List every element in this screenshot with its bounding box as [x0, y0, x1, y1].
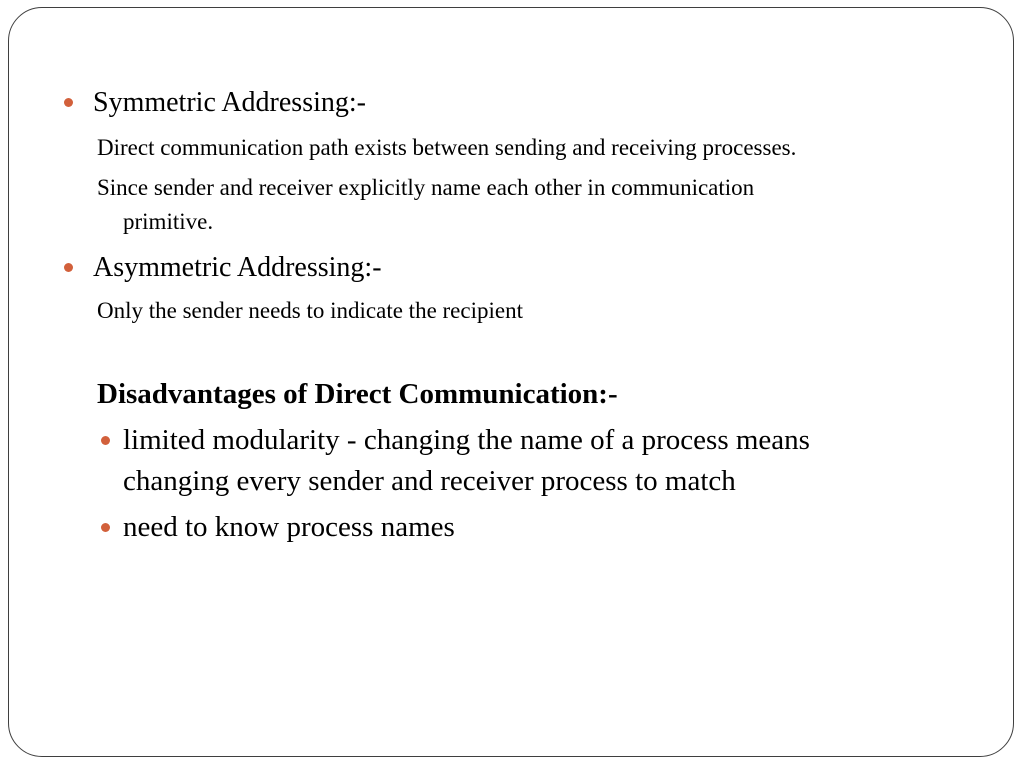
- bullet-symmetric: [64, 98, 73, 107]
- slide-frame: [8, 7, 1014, 757]
- asymmetric-title: Asymmetric Addressing:-: [93, 252, 382, 283]
- symmetric-line-2: Since sender and receiver explicitly nam…: [97, 175, 755, 200]
- symmetric-line-2-continued: primitive.: [123, 209, 214, 234]
- symmetric-title: Symmetric Addressing:-: [93, 87, 366, 118]
- bullet-disadvantage-2: [101, 523, 110, 532]
- bullet-disadvantage-1: [101, 436, 110, 445]
- disadvantage-2-line-1: need to know process names: [123, 511, 455, 543]
- disadvantage-1-line-2: changing every sender and receiver proce…: [123, 465, 736, 497]
- disadvantages-heading: Disadvantages of Direct Communication:-: [97, 378, 618, 410]
- symmetric-line-1: Direct communication path exists between…: [97, 135, 797, 160]
- disadvantage-1-line-1: limited modularity - changing the name o…: [123, 424, 810, 456]
- bullet-asymmetric: [64, 263, 73, 272]
- asymmetric-line-1: Only the sender needs to indicate the re…: [97, 298, 523, 323]
